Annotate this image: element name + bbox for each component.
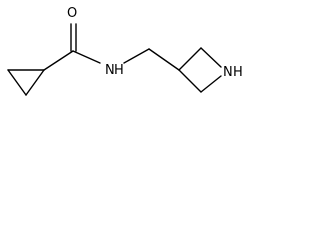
ring-bond-left	[7, 69, 27, 96]
amide-nh-label: N H	[105, 63, 124, 78]
nitrogen-methylene-bond	[123, 48, 150, 64]
ring-bond-right	[25, 69, 45, 96]
amide-hydrogen-label: H	[114, 63, 124, 78]
azetidine-bond-top-left	[178, 47, 202, 71]
ring-carbonyl-bond	[43, 50, 74, 71]
azetidine-nh-label: N H	[223, 65, 243, 80]
azetidine-nitrogen-label: N	[223, 65, 233, 80]
azetidine-bond-bottom-right	[200, 75, 222, 93]
oxygen-atom-label: O	[67, 6, 77, 21]
methylene-ring-bond	[148, 48, 180, 71]
azetidine-bond-top-right	[200, 47, 222, 68]
carbonyl-nitrogen-bond	[72, 50, 101, 64]
azetidine-ring	[178, 47, 222, 93]
azetidine-bond-bottom-left	[178, 69, 202, 93]
molecule-diagram: O N H N H	[7, 6, 243, 96]
carbonyl-double-bond	[70, 23, 77, 52]
amide-nitrogen-label: N	[105, 63, 115, 78]
azetidine-hydrogen-label: H	[233, 65, 243, 80]
cyclopropane-ring	[7, 69, 45, 96]
structure-canvas: O N H N H	[0, 0, 250, 112]
